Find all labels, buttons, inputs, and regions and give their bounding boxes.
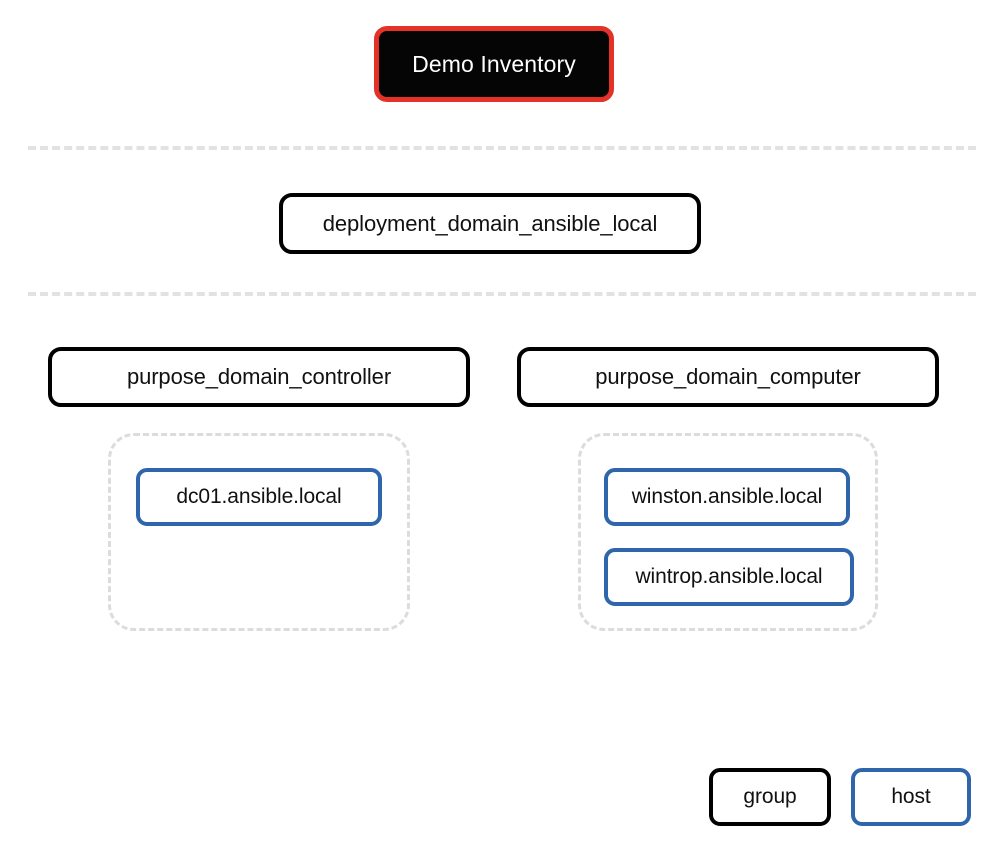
group-node-purpose-domain-computer-label: purpose_domain_computer: [595, 364, 861, 389]
inventory-root-label: Demo Inventory: [412, 50, 576, 77]
legend-group-swatch: group: [709, 768, 831, 826]
group-node-purpose-domain-computer[interactable]: purpose_domain_computer: [517, 347, 939, 407]
group-node-deployment[interactable]: deployment_domain_ansible_local: [279, 193, 701, 254]
host-node-wintrop-label: wintrop.ansible.local: [635, 565, 823, 588]
inventory-root-node[interactable]: Demo Inventory: [374, 26, 614, 102]
host-container-purpose-domain-controller: [108, 433, 410, 631]
host-container-purpose-domain-computer: [578, 433, 878, 631]
host-node-wintrop[interactable]: wintrop.ansible.local: [604, 548, 854, 606]
group-node-purpose-domain-controller[interactable]: purpose_domain_controller: [48, 347, 470, 407]
legend-host-swatch: host: [851, 768, 971, 826]
host-node-winston-label: winston.ansible.local: [631, 485, 823, 508]
rank-separator-2: [28, 292, 976, 296]
rank-separator-1: [28, 146, 976, 150]
legend-host-label: host: [891, 785, 931, 808]
group-node-purpose-domain-controller-label: purpose_domain_controller: [126, 364, 392, 389]
host-node-dc01-label: dc01.ansible.local: [176, 485, 342, 508]
group-node-deployment-label: deployment_domain_ansible_local: [322, 210, 658, 236]
host-node-winston[interactable]: winston.ansible.local: [604, 468, 850, 526]
host-node-dc01[interactable]: dc01.ansible.local: [136, 468, 382, 526]
legend-group-label: group: [743, 785, 797, 808]
